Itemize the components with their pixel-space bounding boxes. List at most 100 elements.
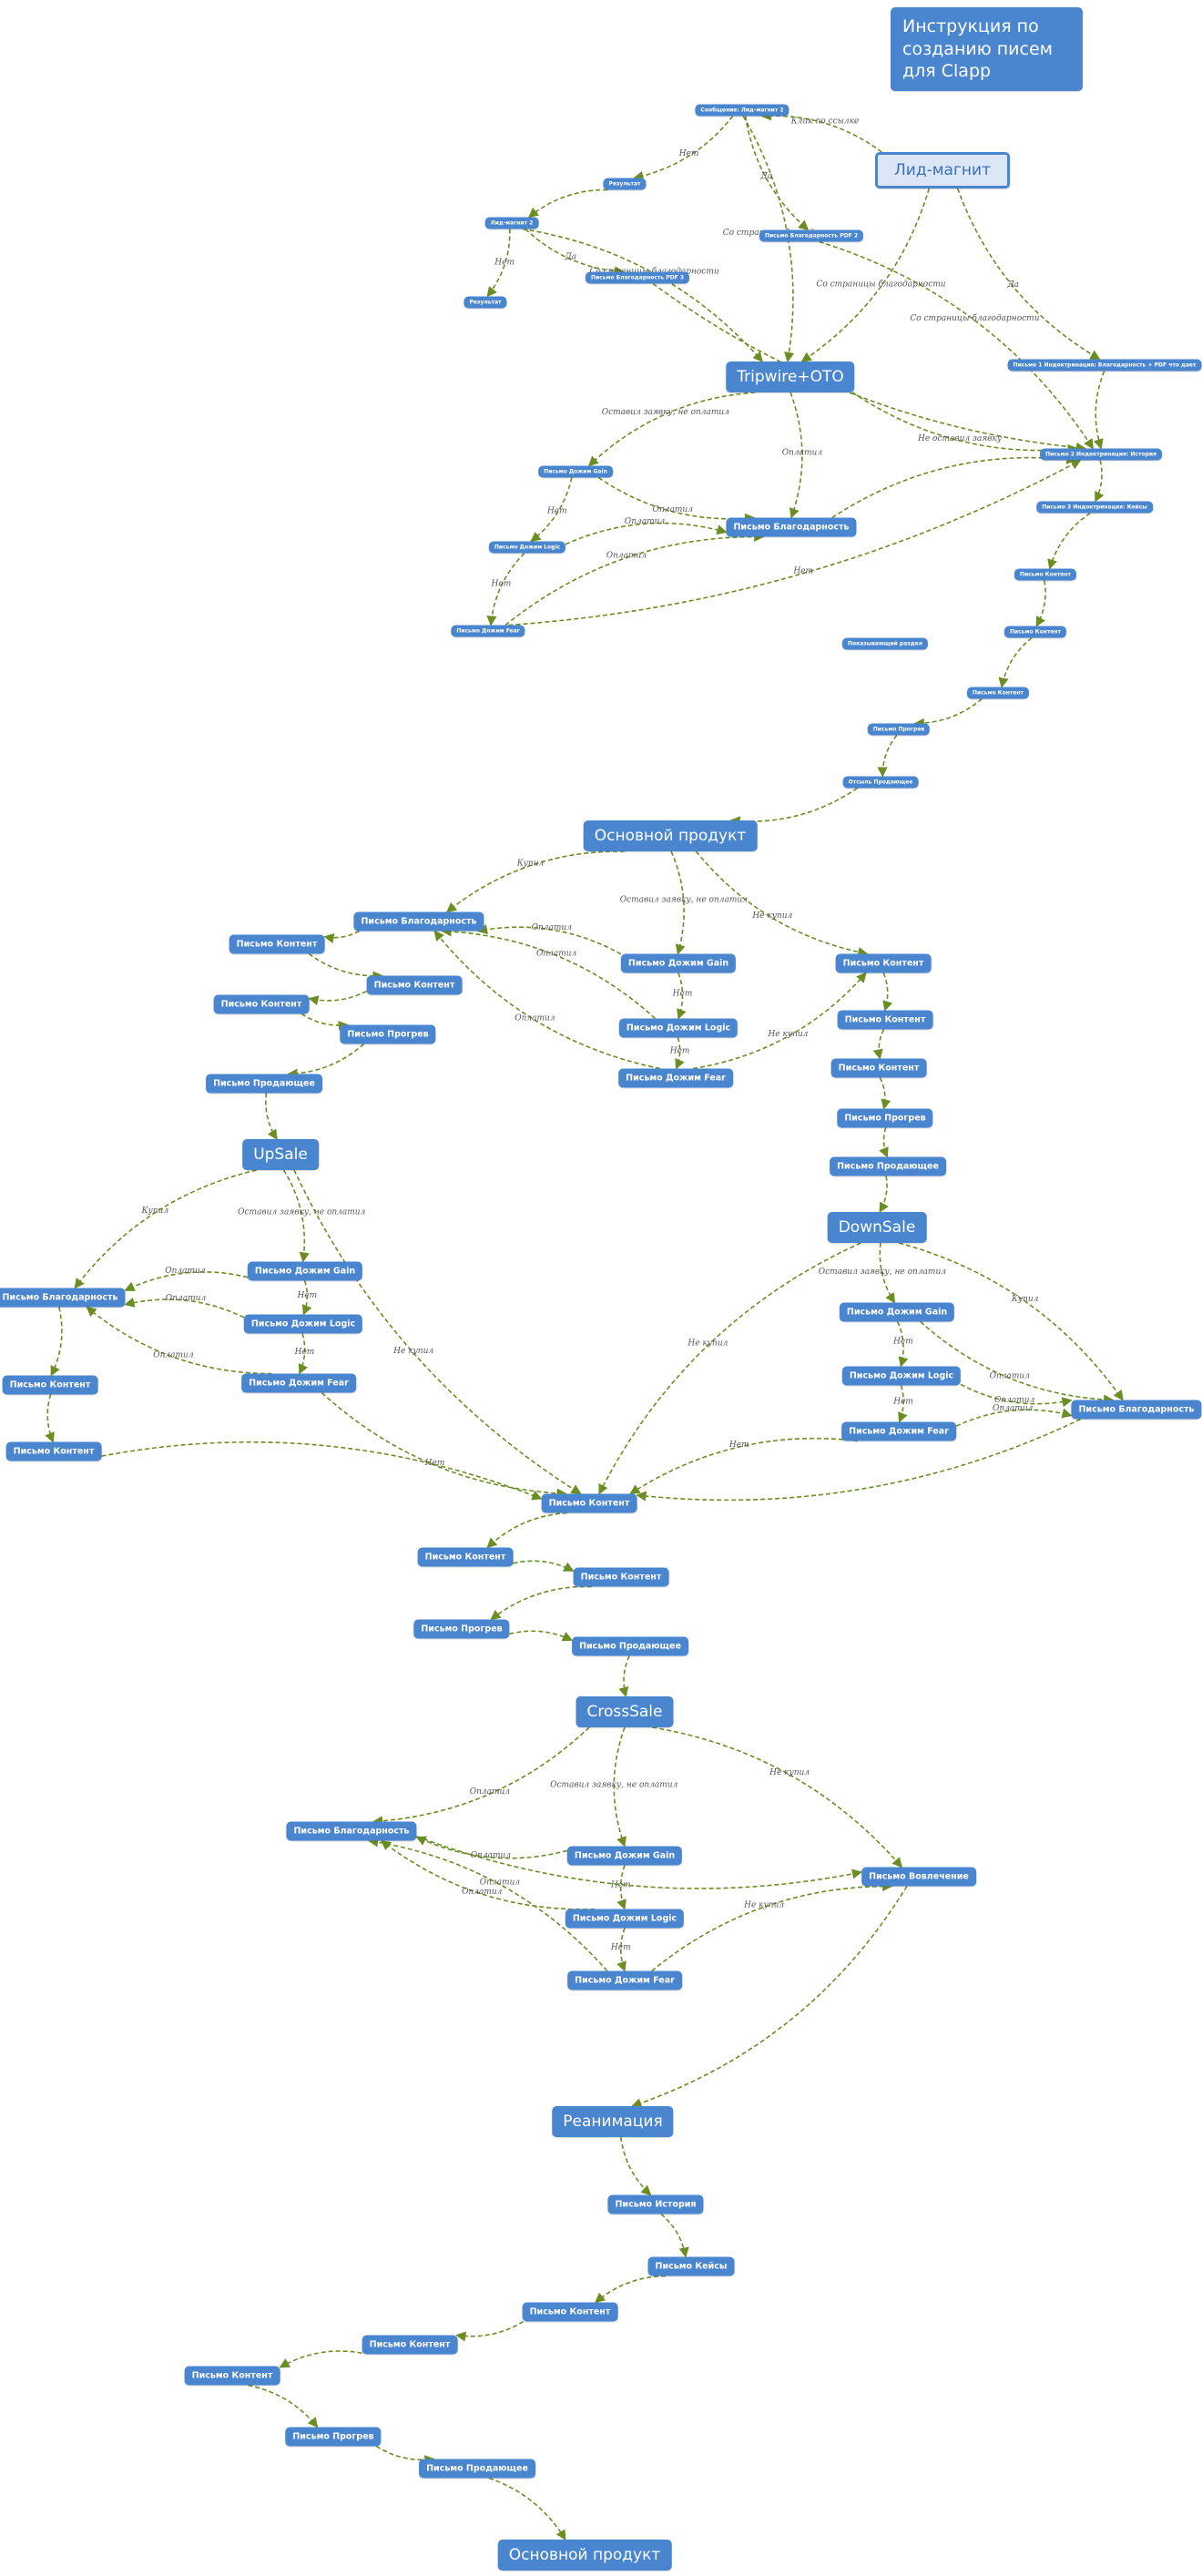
node-reanimation-content-3[interactable]: Письмо Контент — [184, 2366, 280, 2386]
node-main-logic[interactable]: Письмо Дожим Logic — [618, 1018, 739, 1038]
node-main-rest-content-2[interactable]: Письмо Контент — [837, 1010, 933, 1030]
edge-comp_lm2-to-thanks_pdf2 — [744, 116, 810, 231]
edge-dn_thanks-to-c_k1 — [636, 1418, 1082, 1502]
node-main-product[interactable]: Основной продукт — [583, 820, 758, 851]
edge-lm2-to-tripwire — [522, 228, 763, 362]
edge-dn_gain-to-dn_logic — [897, 1321, 909, 1368]
node-main-content-1[interactable]: Письмо Контент — [229, 934, 325, 954]
edge-label: Да — [564, 253, 576, 262]
node-nurture-letter-3[interactable]: Письмо 3 Индоктринация: Кейсы — [1036, 501, 1153, 514]
node-result-2[interactable]: Результат — [463, 296, 507, 309]
edge-dn_gain-to-dn_thanks — [920, 1320, 1115, 1405]
node-nurture-content-3[interactable]: Письмо Контент — [966, 687, 1030, 699]
node-main-rest-content-1[interactable]: Письмо Контент — [835, 953, 932, 973]
node-crosssale-engage[interactable]: Письмо Вовлечение — [861, 1867, 976, 1887]
node-common-content-1[interactable]: Письмо Контент — [541, 1493, 637, 1513]
edge-cs_logic-to-cs_thanks — [380, 1839, 596, 1910]
node-downsale-gain[interactable]: Письмо Дожим Gain — [839, 1302, 955, 1322]
node-main-selling[interactable]: Письмо Продающее — [206, 1074, 322, 1094]
edge-mpr_warm-to-mpr_sell — [879, 1127, 889, 1158]
edge-res1-to-lm2 — [527, 188, 608, 219]
edge-cs_logic-to-cs_fear — [616, 1928, 626, 1972]
edge-up_fear-to-c_k1 — [321, 1391, 567, 1499]
node-reanimation-warmup[interactable]: Письмо Прогрев — [285, 2427, 382, 2447]
node-downsale-logic[interactable]: Письмо Дожим Logic — [841, 1366, 962, 1386]
node-showcase-section[interactable]: Показывающий раздел — [841, 637, 929, 650]
node-nurture-letter-2[interactable]: Письмо 2 Индоктринация: История — [1040, 448, 1162, 461]
node-thanks-pdf-2[interactable]: Письмо Благодарность PDF 2 — [759, 229, 864, 242]
node-crosssale-logic[interactable]: Письмо Дожим Logic — [565, 1909, 685, 1929]
edge-re_k1-to-re_k2 — [455, 2320, 525, 2342]
edge-label: Оплатил — [532, 923, 573, 932]
node-upsale-content-1[interactable]: Письмо Контент — [2, 1375, 98, 1395]
edge-label: Нет — [546, 507, 567, 516]
edge-lm2-to-res2 — [486, 229, 511, 298]
node-nurture-letter-1[interactable]: Письмо 1 Индоктринация: Благодарность + … — [1007, 359, 1202, 372]
node-nurture-selling[interactable]: Отсыль Продающее — [842, 776, 919, 789]
edge-mpr_k2-to-mpr_k3 — [872, 1029, 885, 1060]
node-main-gain[interactable]: Письмо Дожим Gain — [620, 953, 737, 973]
node-upsale-content-2[interactable]: Письмо Контент — [5, 1441, 102, 1461]
node-tripwire-logic[interactable]: Письмо Дожим Logic — [488, 541, 566, 554]
node-crosssale[interactable]: CrossSale — [576, 1696, 674, 1727]
node-reanimation-cases[interactable]: Письмо Кейсы — [647, 2256, 735, 2276]
node-reanimation-content-1[interactable]: Письмо Контент — [522, 2302, 618, 2322]
node-result-1[interactable]: Результат — [603, 178, 647, 190]
node-crosssale-thanks[interactable]: Письмо Благодарность — [286, 1821, 417, 1841]
node-crosssale-gain[interactable]: Письмо Дожим Gain — [566, 1846, 683, 1866]
node-tripwire-thanks[interactable]: Письмо Благодарность — [726, 517, 857, 537]
node-main-product-final[interactable]: Основной продукт — [497, 2540, 672, 2571]
node-main-content-3[interactable]: Письмо Контент — [213, 994, 310, 1014]
node-upsale-fear[interactable]: Письмо Дожим Fear — [241, 1373, 356, 1393]
node-main-content-2[interactable]: Письмо Контент — [366, 975, 463, 995]
edge-mp_thanks-to-mp_k1 — [323, 930, 360, 943]
node-upsale-gain[interactable]: Письмо Дожим Gain — [247, 1261, 363, 1281]
node-main-rest-warmup[interactable]: Письмо Прогрев — [837, 1108, 933, 1128]
node-reanimation[interactable]: Реанимация — [552, 2106, 674, 2137]
node-common-content-3[interactable]: Письмо Контент — [573, 1567, 669, 1587]
edge-label: Оплатил — [625, 517, 666, 526]
node-common-content-2[interactable]: Письмо Контент — [417, 1547, 514, 1567]
edge-up_k1-to-up_k2 — [45, 1394, 55, 1443]
edge-thanks_pdf3-to-p2_nurture — [652, 282, 1087, 453]
edge-label: Да — [1006, 280, 1019, 290]
node-downsale-fear[interactable]: Письмо Дожим Fear — [841, 1421, 956, 1441]
node-crosssale-fear[interactable]: Письмо Дожим Fear — [567, 1970, 682, 1991]
node-upsale-thanks[interactable]: Письмо Благодарность — [0, 1288, 126, 1308]
node-main-warmup[interactable]: Письмо Прогрев — [340, 1024, 436, 1044]
node-thanks-pdf-3[interactable]: Письмо Благодарность PDF 3 — [585, 271, 690, 284]
edge-label: Оплатил — [166, 1294, 207, 1303]
edge-tripwire-to-tw_thanks — [789, 392, 803, 519]
node-reanimation-selling[interactable]: Письмо Продающее — [419, 2459, 535, 2479]
edge-label: Оплатил — [514, 1013, 555, 1023]
edge-up_thanks-to-up_k1 — [50, 1307, 63, 1377]
node-common-selling[interactable]: Письмо Продающее — [572, 1636, 688, 1656]
node-message-lead-magnet-2[interactable]: Сообщение: Лид-магнит 2 — [695, 104, 789, 117]
edge-label: Нет — [610, 1881, 631, 1890]
node-upsale[interactable]: UpSale — [242, 1139, 319, 1170]
node-tripwire-oto[interactable]: Tripwire+OTO — [726, 361, 855, 392]
node-common-warmup[interactable]: Письмо Прогрев — [413, 1619, 510, 1639]
node-tripwire-gain[interactable]: Письмо Дожим Gain — [538, 465, 613, 478]
node-upsale-logic[interactable]: Письмо Дожим Logic — [243, 1314, 363, 1334]
node-main-fear[interactable]: Письмо Дожим Fear — [618, 1068, 733, 1088]
edge-label: Не оставил заявку — [917, 434, 1003, 443]
edge-mp_fear-to-mp_thanks — [433, 930, 660, 1070]
node-tripwire-fear[interactable]: Письмо Дожим Fear — [451, 625, 525, 637]
node-nurture-content-2[interactable]: Письмо Контент — [1003, 626, 1067, 638]
node-nurture-content-1[interactable]: Письмо Контент — [1014, 568, 1077, 581]
edge-label: Купил — [1011, 1295, 1039, 1304]
edge-p1_nurture-to-p2_nurture — [1093, 371, 1105, 450]
node-nurture-warmup[interactable]: Письмо Прогрев — [867, 723, 931, 736]
edge-main_product-to-mp_gain — [670, 850, 686, 955]
edge-cs_fear-to-cs_engage — [651, 1880, 893, 1972]
node-main-thanks[interactable]: Письмо Благодарность — [353, 911, 484, 932]
node-main-rest-selling[interactable]: Письмо Продающее — [830, 1156, 946, 1176]
node-main-rest-content-3[interactable]: Письмо Контент — [830, 1058, 927, 1078]
node-downsale[interactable]: DownSale — [827, 1212, 927, 1243]
node-reanimation-story[interactable]: Письмо История — [607, 2194, 704, 2215]
node-reanimation-content-2[interactable]: Письмо Контент — [362, 2335, 458, 2355]
node-lead-magnet-2[interactable]: Лид-магнит 2 — [484, 217, 539, 229]
node-downsale-thanks[interactable]: Письмо Благодарность — [1071, 1400, 1202, 1420]
node-lead-magnet[interactable]: Лид-магнит — [875, 152, 1010, 188]
